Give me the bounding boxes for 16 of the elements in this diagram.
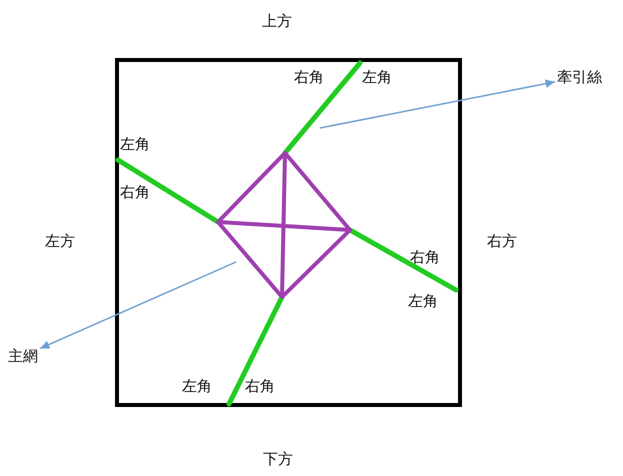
callout-label: 主網 bbox=[8, 347, 38, 365]
direction-label: 右角 bbox=[410, 248, 440, 266]
direction-label: 左角 bbox=[182, 377, 212, 395]
direction-label: 右角 bbox=[120, 183, 150, 201]
direction-label: 左角 bbox=[362, 68, 392, 86]
leader-arrow bbox=[320, 80, 556, 129]
leader-arrow bbox=[40, 261, 236, 350]
direction-label: 右方 bbox=[487, 232, 517, 250]
direction-label: 右角 bbox=[245, 377, 275, 395]
direction-label: 上方 bbox=[262, 12, 292, 30]
direction-label: 左角 bbox=[408, 292, 438, 310]
callout-label: 牽引絲 bbox=[557, 68, 602, 86]
direction-label: 右角 bbox=[294, 68, 324, 86]
direction-label: 下方 bbox=[263, 450, 293, 468]
direction-label: 左角 bbox=[120, 135, 150, 153]
direction-label: 左方 bbox=[45, 232, 75, 250]
